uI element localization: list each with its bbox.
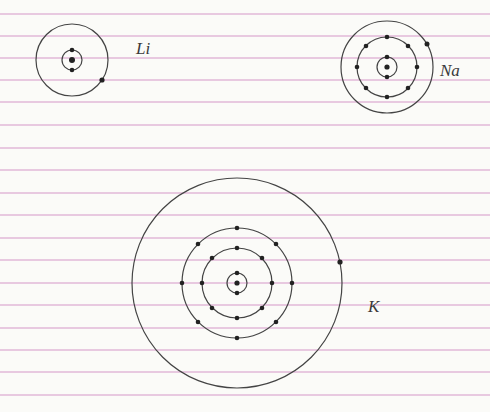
potassium-shells (132, 178, 342, 388)
element-label: Li (136, 40, 150, 57)
sodium-electrons (355, 35, 430, 100)
paper-lines (0, 14, 490, 395)
sodium-shells (341, 21, 433, 113)
potassium-electrons (180, 226, 343, 341)
element-label: K (368, 298, 379, 315)
lithium-shells (36, 24, 108, 96)
element-label: Na (440, 62, 460, 79)
lithium-electrons (69, 48, 105, 83)
